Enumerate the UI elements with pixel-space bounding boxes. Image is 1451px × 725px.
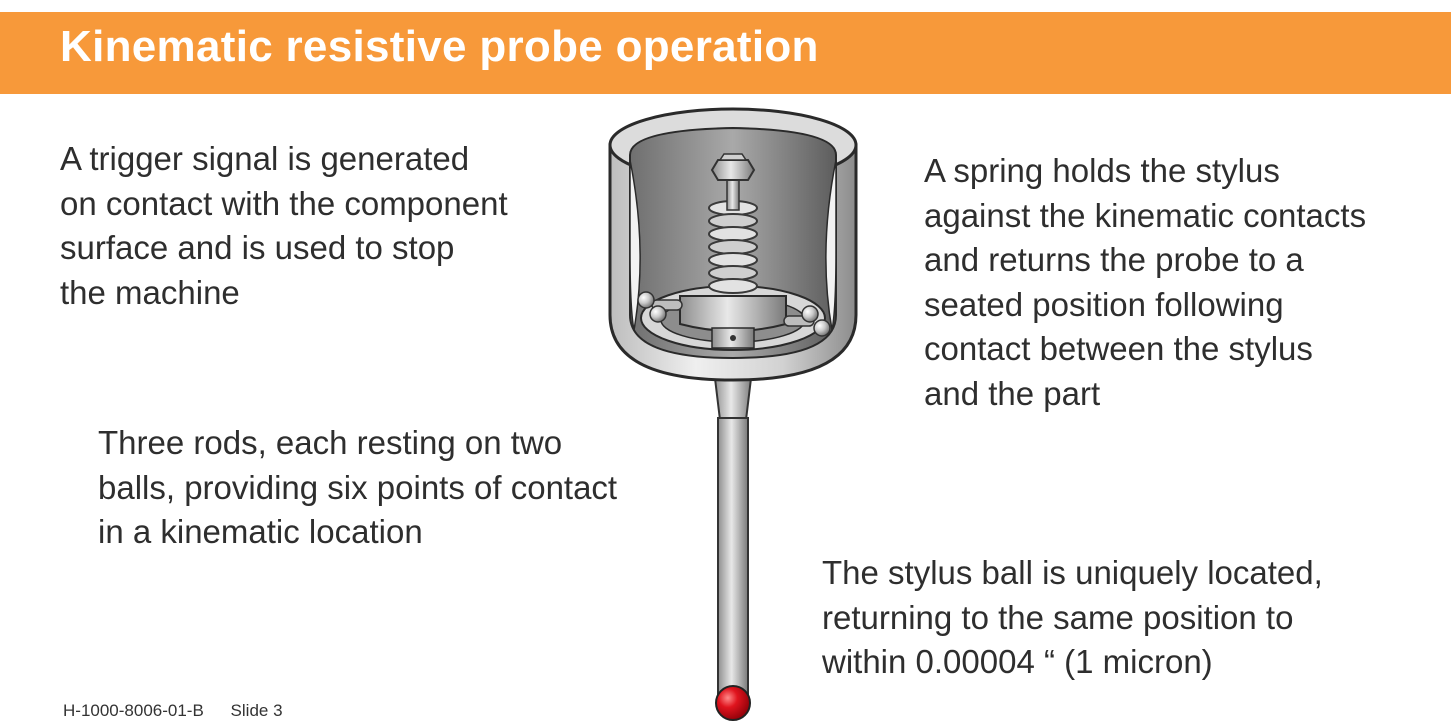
cutaway-left-wall <box>629 159 641 331</box>
contact-ball-right-b <box>813 319 831 337</box>
kinematic-rods-note: Three rods, each resting on two balls, p… <box>98 424 618 550</box>
socket-hole <box>730 335 736 341</box>
stylus-carrier <box>679 295 787 332</box>
spring-note: A spring holds the stylus against the ki… <box>924 152 1367 412</box>
kinematic-probe-cutaway-icon <box>608 107 858 721</box>
stylus-stem <box>717 417 749 701</box>
trigger-signal-note: A trigger signal is generated on contact… <box>60 140 508 311</box>
contact-ball-left-b <box>649 305 667 323</box>
title-bar: Kinematic resistive probe operation <box>0 12 1451 94</box>
stylus-ball-note: The stylus ball is uniquely located, ret… <box>822 554 1323 680</box>
stylus-ball <box>715 685 751 721</box>
slide-footer: H-1000-8006-01-B Slide 3 <box>63 701 283 721</box>
adjusting-nut <box>710 159 756 181</box>
contact-ball-right-a <box>801 305 819 323</box>
spring-icon <box>708 200 758 294</box>
contact-ball-left-a <box>637 291 655 309</box>
page-title: Kinematic resistive probe operation <box>60 22 819 71</box>
document-number: H-1000-8006-01-B <box>63 701 204 720</box>
slide-number: Slide 3 <box>230 701 283 720</box>
cutaway-right-wall <box>825 159 837 331</box>
bolt-head <box>718 153 748 161</box>
